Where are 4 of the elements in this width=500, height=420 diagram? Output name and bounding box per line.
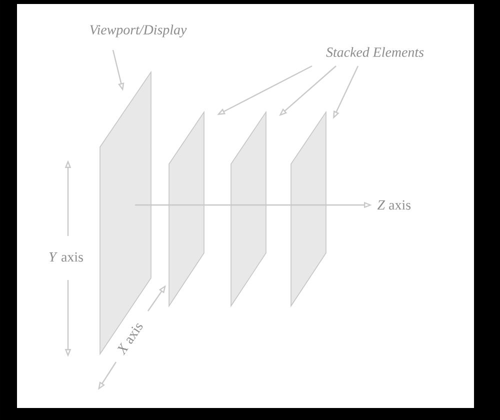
callout-label: Stacked Elements bbox=[326, 47, 424, 57]
callout-label: Viewport/Display bbox=[90, 24, 187, 38]
axis-label: Z axis bbox=[377, 200, 411, 210]
axis-label: Y axis bbox=[49, 252, 83, 262]
